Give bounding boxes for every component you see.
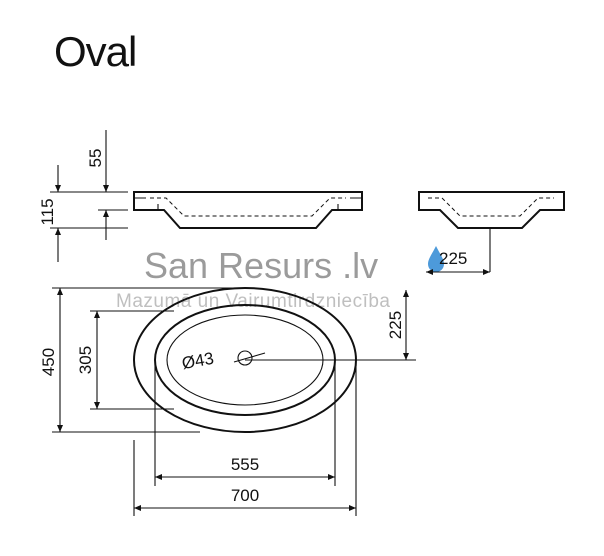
watermark-logo: [428, 246, 444, 272]
diagram-title: Oval: [54, 28, 137, 75]
watermark-brand: San Resurs .lv: [144, 245, 378, 286]
dim-225-vertical: [245, 290, 416, 361]
dim-drain-label: Ø43: [180, 349, 215, 373]
length-dimension-group: [133, 362, 357, 516]
dim-115-label: 115: [38, 198, 57, 225]
height-dimension-group: [50, 130, 128, 262]
drain-hole: [237, 350, 253, 366]
watermark-tagline: Mazumā un Vairumtirdzniecība: [116, 291, 390, 312]
dim-225-vertical-label: 225: [386, 311, 405, 339]
side-profile-view: [133, 191, 363, 229]
dim-225-horizontal-label: 225: [439, 249, 467, 268]
end-profile-view: [418, 191, 565, 272]
dim-450-label: 450: [39, 348, 58, 376]
dim-305-label: 305: [76, 346, 95, 374]
dim-55-label: 55: [86, 149, 105, 168]
dim-700-label: 700: [231, 486, 259, 505]
dim-555-label: 555: [231, 455, 259, 474]
width-dimension-group: [52, 287, 245, 433]
